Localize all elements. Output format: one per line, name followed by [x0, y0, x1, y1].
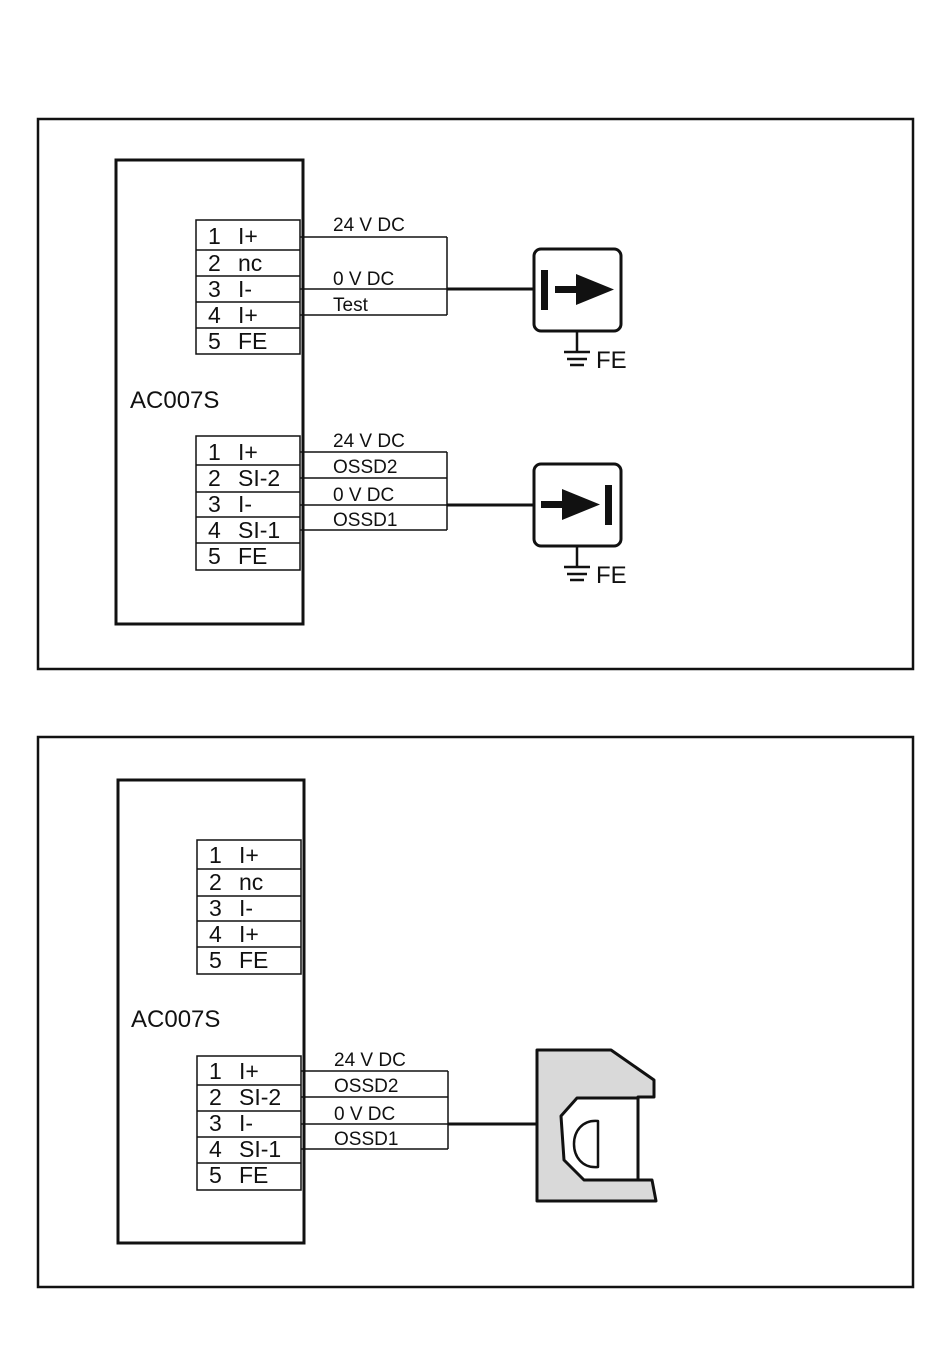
pin-name: I+	[239, 1058, 259, 1084]
pin-name: SI-2	[238, 465, 280, 491]
pin-name: FE	[238, 328, 267, 354]
pin-number: 2	[208, 465, 221, 491]
pin-number: 1	[209, 842, 222, 868]
light-curtain-transmitter-icon	[534, 249, 621, 331]
pin-number: 5	[208, 328, 221, 354]
device-label-1: AC007S	[130, 387, 219, 414]
pin-name: I-	[238, 491, 252, 517]
pin-number: 1	[208, 439, 221, 465]
pin-name: SI-1	[239, 1136, 281, 1162]
wire-label: OSSD2	[334, 1076, 398, 1097]
pin-name: FE	[239, 1162, 268, 1188]
pin-name: FE	[238, 543, 267, 569]
pin-number: 2	[209, 869, 222, 895]
pin-number: 4	[208, 517, 221, 543]
ground-icon	[564, 331, 590, 365]
pin-number: 4	[208, 302, 221, 328]
pin-number: 1	[208, 223, 221, 249]
pin-name: nc	[239, 869, 263, 895]
device-label-2: AC007S	[131, 1006, 220, 1033]
diagram-1: AC007S 1 I+ 2 nc 3 I- 4 I+ 5 FE 24 V DC …	[38, 119, 913, 669]
ground-label: FE	[596, 562, 627, 589]
pin-number: 3	[209, 1110, 222, 1136]
ground-label: FE	[596, 347, 627, 374]
pin-name: I-	[238, 276, 252, 302]
pin-name: I+	[239, 921, 259, 947]
pin-number: 3	[208, 491, 221, 517]
pin-number: 3	[209, 895, 222, 921]
pin-name: I+	[238, 302, 258, 328]
pin-number: 1	[209, 1058, 222, 1084]
wire-label: OSSD1	[334, 1129, 398, 1150]
pin-name: I-	[239, 895, 253, 921]
wire-label: 24 V DC	[333, 431, 405, 452]
safety-sensor-icon	[537, 1050, 656, 1201]
pin-name: I+	[238, 439, 258, 465]
wire-label: 0 V DC	[334, 1104, 395, 1125]
pin-name: nc	[238, 250, 262, 276]
pin-name: FE	[239, 947, 268, 973]
wire-label: OSSD1	[333, 510, 397, 531]
pin-number: 5	[208, 543, 221, 569]
pin-number: 4	[209, 1136, 222, 1162]
pin-name: SI-1	[238, 517, 280, 543]
wire-label: Test	[333, 295, 369, 316]
pin-number: 5	[209, 947, 222, 973]
pin-name: I-	[239, 1110, 253, 1136]
pin-number: 5	[209, 1162, 222, 1188]
wire-label: 24 V DC	[334, 1050, 406, 1071]
pin-number: 2	[209, 1084, 222, 1110]
wire-label: 24 V DC	[333, 215, 405, 236]
pin-number: 2	[208, 250, 221, 276]
pin-name: I+	[239, 842, 259, 868]
ground-icon	[564, 546, 590, 580]
wire-label: OSSD2	[333, 457, 397, 478]
pin-name: I+	[238, 223, 258, 249]
pin-number: 3	[208, 276, 221, 302]
wire-label: 0 V DC	[333, 269, 394, 290]
diagram-2: AC007S 1 I+ 2 nc 3 I- 4 I+ 5 FE 1 I+ 2 S…	[38, 737, 913, 1287]
pin-name: SI-2	[239, 1084, 281, 1110]
wire-label: 0 V DC	[333, 485, 394, 506]
pin-number: 4	[209, 921, 222, 947]
light-curtain-receiver-icon	[534, 464, 621, 546]
